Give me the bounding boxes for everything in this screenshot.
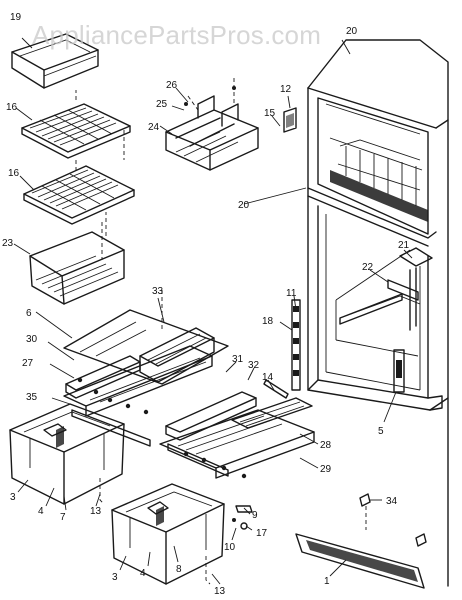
callout-33: 33 [152,286,164,297]
part-12 [283,107,297,133]
callout-8: 8 [176,564,182,575]
left-rail-assembly [63,345,213,447]
callout-17: 17 [256,528,268,539]
callout-9: 9 [252,510,258,521]
right-rail-assembly [159,379,315,479]
callout-35: 35 [26,392,38,403]
callout-25: 25 [156,99,168,110]
callout-15: 15 [264,108,276,119]
leader-lines [13,37,413,585]
callout-1: 1 [324,576,330,587]
callout-7: 7 [60,512,66,523]
callout-13: 13 [90,506,102,517]
callout-3: 3 [112,572,118,583]
top-pan [11,33,99,89]
watermark-text: AppliancePartsPros.com [32,20,321,50]
callout-10: 10 [224,542,236,553]
callout-22: 22 [362,262,374,273]
callout-16: 16 [6,102,18,113]
trim-and-clip [295,493,427,589]
callout-13: 13 [214,586,226,597]
callout-4: 4 [140,568,146,579]
callout-31: 31 [232,354,244,365]
refrigerator-cabinet [307,39,449,587]
callout-34: 34 [386,496,398,507]
shelf-upper [21,90,131,160]
channel-11 [291,299,301,391]
ice-bin-assembly [165,78,259,171]
callout-29: 29 [320,464,332,475]
callout-28: 28 [320,440,332,451]
callout-32: 32 [248,360,260,371]
callout-20: 20 [238,200,250,211]
callout-3: 3 [10,492,16,503]
callout-20: 20 [346,26,358,37]
callout-23: 23 [2,238,14,249]
callout-19: 19 [10,12,22,23]
callout-24: 24 [148,122,160,133]
callouts: 19 16 16 23 26 25 24 12 15 20 20 33 6 30… [2,12,410,597]
callout-14: 14 [262,372,274,383]
callout-12: 12 [280,84,292,95]
callout-11: 11 [286,288,297,299]
callout-16: 16 [8,168,20,179]
crisper-cover [63,290,229,385]
callout-27: 27 [22,358,34,369]
callout-18: 18 [262,316,274,327]
shelf-lower [23,160,135,260]
callout-5: 5 [378,426,384,437]
callout-21: 21 [398,240,410,251]
small-hardware [232,505,253,530]
callout-26: 26 [166,80,178,91]
callout-6: 6 [26,308,32,319]
callout-30: 30 [26,334,38,345]
wire-frame [29,212,125,305]
right-crisper-drawer [111,483,225,585]
callout-4: 4 [38,506,44,517]
left-crisper-drawer [9,403,125,505]
